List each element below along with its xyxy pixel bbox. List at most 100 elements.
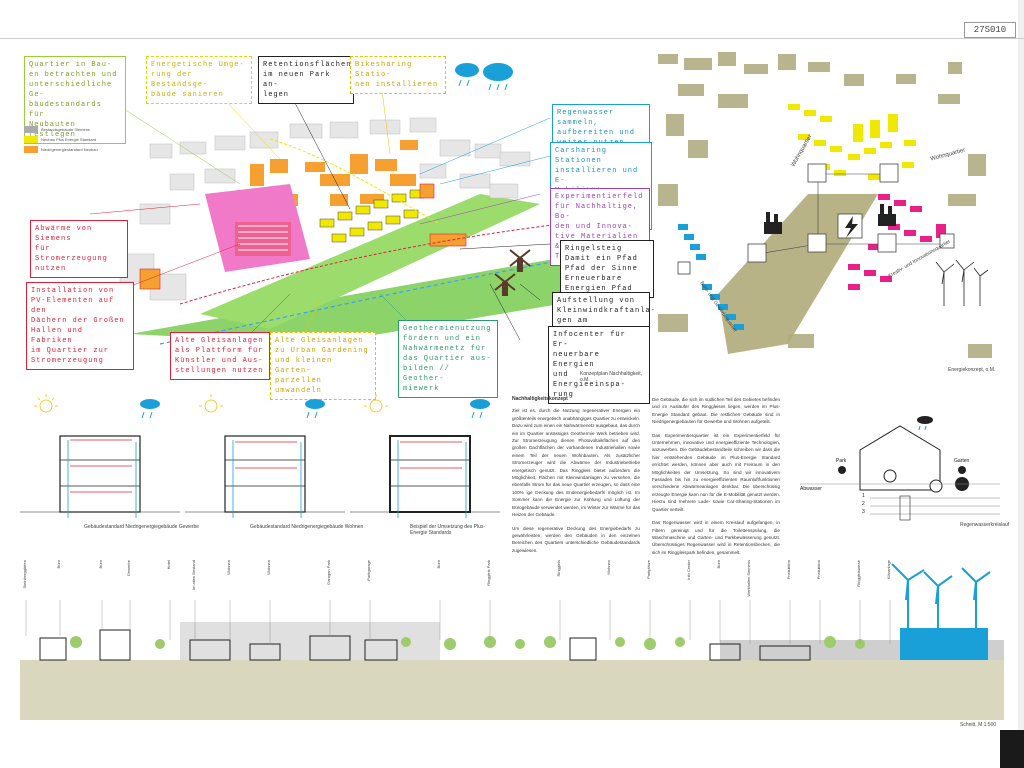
concept-legend: Bestandsgebäude Siemens Neubau Plus Ener… <box>24 126 134 156</box>
callout-installation: Installation von PV-Elementen auf den Dä… <box>26 282 134 370</box>
section-label: Im alten Bestand <box>191 560 196 591</box>
cloud-icon <box>470 399 490 419</box>
text-paragraph: Die Gebäude, die sich im südlichen Teil … <box>652 397 780 425</box>
ground <box>20 660 1004 720</box>
text-column-2: Die Gebäude, die sich im südlichen Teil … <box>652 396 780 562</box>
callout-quartier: Quartier in Bau- en betrachten und unter… <box>24 56 126 144</box>
rain-label-park: Park <box>836 458 847 464</box>
callout-bikesharing: Bikesharing Statio- nen installieren <box>350 56 446 94</box>
concept-plan-map <box>89 63 621 345</box>
plus-energie-buildings <box>319 189 425 243</box>
section-label: Kläranlage <box>886 560 891 580</box>
text-paragraph: Ziel ist es, durch die Nutzung regenerat… <box>512 408 640 518</box>
section-label: Büro <box>98 560 103 569</box>
pink-kreativquartier <box>848 194 946 290</box>
windmill-icon <box>494 249 531 296</box>
section-label: Garagen Park <box>326 560 331 585</box>
page-corner-mark <box>1000 730 1024 768</box>
text-paragraph: Das Regenwasser wird in einem Kreislauf … <box>652 520 780 555</box>
section-1 <box>20 394 180 518</box>
section-caption-2: Gebäudestandard Niedrigenergiegebäude Wo… <box>250 524 364 530</box>
rain-label-abwasser: Abwasser <box>800 486 822 492</box>
section-label: Gewerbe <box>126 560 131 577</box>
sun-icon <box>199 394 223 413</box>
long-section-panel: Steinberggärten Büro Büro Gewerbe Hotel … <box>20 556 1004 728</box>
cloud-icon <box>917 416 933 431</box>
section-label: Produktion <box>786 560 791 580</box>
cloud-icon <box>305 399 325 419</box>
rain-label-1: 1 <box>862 493 865 499</box>
section-label: Steinberggärten <box>22 560 27 589</box>
sun-icon <box>34 394 58 413</box>
rain-label-garten: Garten <box>954 458 970 464</box>
section-label: Büro <box>436 560 441 569</box>
label-ticks <box>25 600 891 644</box>
rain-label-2: 2 <box>862 501 865 507</box>
legend-swatch <box>24 136 38 143</box>
section-label: Ringgleis <box>556 560 561 577</box>
green-corridor <box>200 194 540 329</box>
legend-label: Neubau Plus Energie Standard <box>41 137 97 142</box>
section-label: Wohnen <box>606 560 611 575</box>
energy-concept-caption: Energiekonzept, o.M. <box>948 367 996 373</box>
callout-infocenter: Infocenter für Er- neuerbare Energien un… <box>548 326 650 404</box>
rain-label-3: 3 <box>862 509 865 515</box>
callout-gebaeude: Energetische Umge- rung der Bestandsge- … <box>146 56 252 104</box>
legend-swatch <box>24 126 38 133</box>
concept-plan-panel: Quartier in Bau- en betrachten und unter… <box>20 44 655 404</box>
callout-gleisanlagen-kuenstler: Alte Gleisanlagen als Plattform für Küns… <box>170 332 270 380</box>
section-label: Wohnen <box>226 560 231 575</box>
red-path <box>179 223 561 305</box>
rainwater-diagram: Park Garten Abwasser 1 2 3 Regenwasserkr… <box>800 410 1010 530</box>
legend-item: Niedrigenergiestandard Neubau <box>24 146 134 153</box>
pv-roof-blocks <box>139 183 467 290</box>
section-caption-1: Gebäudestandard Niedrigenergiegebäude Ge… <box>84 524 200 530</box>
long-section-caption: Schnitt, M 1:500 <box>960 722 997 728</box>
section-label: Wohnen <box>266 560 271 575</box>
section-caption-3: Beispiel der Umsetzung des Plus-Energie … <box>410 524 486 536</box>
energy-concept-map <box>658 52 992 358</box>
section-label: Produktion <box>816 560 821 580</box>
section-label: Info Center <box>686 560 691 580</box>
section-label: Ringgleis Park <box>486 560 491 586</box>
text-heading: Nachhaltigkeitskonzept <box>512 396 568 402</box>
olive-existing-buildings <box>658 52 992 358</box>
legend-item: Bestandsgebäude Siemens <box>24 126 134 133</box>
wind-turbine-icon <box>891 563 991 660</box>
existing-buildings <box>119 117 531 301</box>
section-trees <box>70 636 865 650</box>
section-label: Büro <box>716 560 721 569</box>
section-2 <box>185 394 345 518</box>
cloud-icon <box>140 399 160 419</box>
rainwater-diagram-svg <box>800 416 1000 521</box>
legend-label: Bestandsgebäude Siemens <box>41 127 90 132</box>
factory-icon <box>764 204 896 234</box>
blue-buero-quartier <box>678 224 744 330</box>
energy-concept-panel: Wohnquartier Wohnquartier Büro- und Gewe… <box>648 44 1003 380</box>
text-paragraph: Das Experimentierquartier ist ein Experi… <box>652 432 780 512</box>
legend-label: Niedrigenergiestandard Neubau <box>41 147 98 152</box>
section-label: Parkgarage <box>366 560 371 581</box>
callout-abwaerme: Abwärme von Siemens für Stromerzeugung n… <box>30 220 128 278</box>
rain-cloud-icon <box>455 63 513 91</box>
energy-nodes <box>677 163 955 275</box>
callout-ringelsteig: Ringelsteig Damit ein Pfad Pfad der Sinn… <box>560 240 654 298</box>
callout-geothermie: Geothermienutzung fördern und ein Nahwär… <box>398 320 498 398</box>
long-section-svg <box>20 563 1004 720</box>
lightning-icon <box>845 216 858 238</box>
section-label: Werkhallen Siemens <box>746 560 751 597</box>
callout-retention: Retentionsflächen im neuen Park an- lege… <box>258 56 354 104</box>
top-rule <box>0 38 1024 39</box>
section-label: Hotel <box>166 560 171 570</box>
concept-plan-caption: Konzeptplan Nachhaltigkeit, o.M. <box>580 371 642 383</box>
garden-node <box>958 466 966 474</box>
pv-stripes <box>238 225 288 251</box>
house-outline <box>859 425 941 491</box>
page-edge-strip <box>1018 0 1024 768</box>
wind-base <box>900 628 988 660</box>
sun-icon <box>364 394 388 413</box>
building-sections-svg <box>20 394 510 518</box>
yellow-path <box>269 138 441 225</box>
callout-gleisanlagen-garden: Alte Gleisanlagen zu Urban Gardening und… <box>270 332 376 400</box>
energy-network <box>757 173 948 255</box>
